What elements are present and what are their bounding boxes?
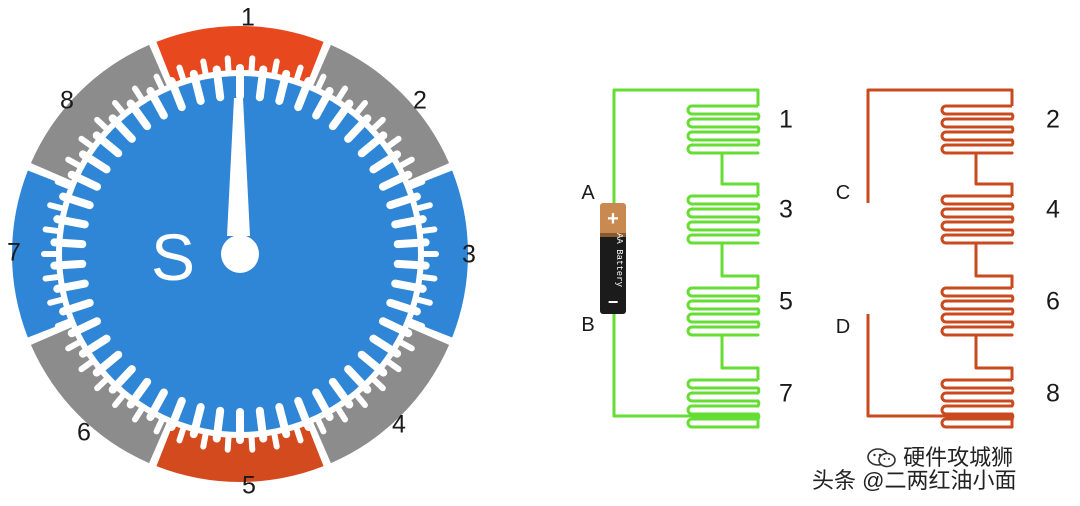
terminal-d: D (835, 316, 851, 338)
watermark-brand: 硬件攻城狮 (867, 447, 1013, 469)
stator-pole-4 (306, 320, 450, 464)
pole-label-4: 4 (392, 410, 406, 439)
pole-label-5: 5 (242, 471, 256, 500)
pole-label-1: 1 (241, 3, 255, 32)
coil-label-6: 6 (1046, 287, 1060, 316)
terminal-b: B (581, 314, 595, 336)
terminal-a: A (581, 182, 595, 204)
coil-wire-cd (866, 88, 1015, 429)
coil-wire-ab (612, 88, 761, 429)
stator-pole-2 (306, 44, 450, 188)
aa-battery: + − AA Battery (600, 203, 626, 314)
watermark-brand-text: 硬件攻城狮 (903, 445, 1014, 470)
stator-pole-6 (30, 320, 174, 464)
coil-label-1: 1 (779, 105, 793, 134)
rotor-pole-letter: S (151, 220, 195, 294)
rotor-teeth (41, 55, 439, 453)
pole-label-8: 8 (60, 86, 74, 115)
stepper-motor-illustration: S (11, 26, 468, 483)
rotor-needle (221, 98, 259, 273)
watermark-source: 头条 @二两红油小面 (812, 468, 1017, 493)
coil-label-7: 7 (779, 379, 793, 408)
stator-pole-8 (30, 44, 174, 188)
wechat-icon (867, 448, 897, 468)
pole-label-3: 3 (462, 240, 476, 269)
coil-label-5: 5 (779, 287, 793, 316)
battery-plus: + (607, 208, 619, 230)
terminal-c: C (835, 182, 851, 204)
battery-minus: − (608, 292, 619, 312)
coil-label-3: 3 (779, 195, 793, 224)
battery-text: AA Battery (614, 233, 624, 288)
pole-label-6: 6 (77, 418, 91, 447)
coil-label-2: 2 (1046, 105, 1060, 134)
pole-label-7: 7 (7, 238, 21, 267)
coil-label-8: 8 (1046, 379, 1060, 408)
coil-label-4: 4 (1046, 195, 1060, 224)
pole-label-2: 2 (413, 86, 427, 115)
